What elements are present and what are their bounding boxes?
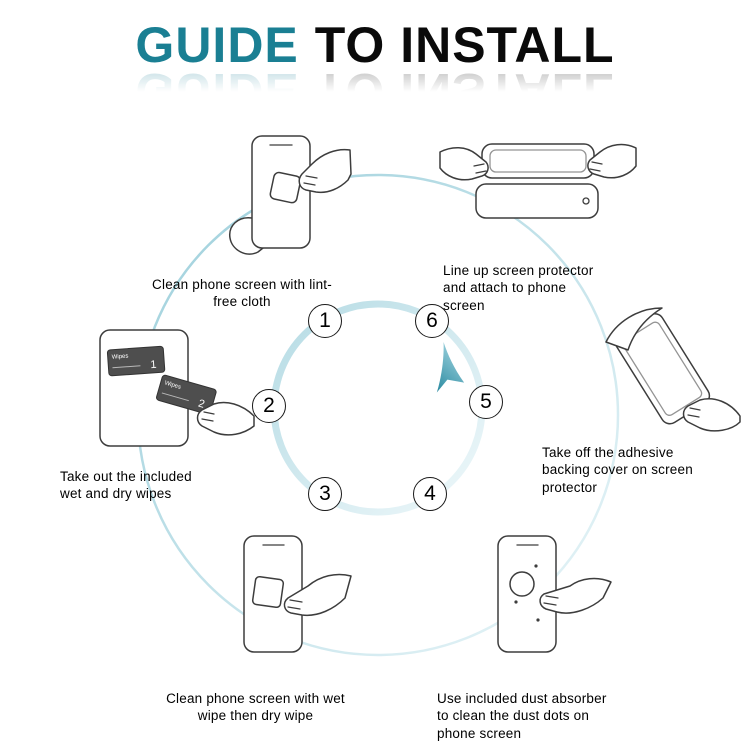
cloth-icon	[269, 171, 302, 204]
wiping-hand-icon	[298, 148, 352, 194]
step-6-illustration	[438, 124, 638, 244]
step-2-badge: 2	[252, 389, 286, 423]
title-rest: TO INSTALL	[314, 17, 615, 73]
right-hand-icon	[587, 143, 637, 179]
step-3-caption: Clean phone screen with wet wipe then dr…	[166, 690, 345, 724]
phone-icon	[475, 183, 599, 219]
step-6-badge: 6	[415, 304, 449, 338]
svg-text:1: 1	[150, 359, 157, 371]
step-3-badge: 3	[308, 477, 342, 511]
screen-protector-icon	[481, 143, 595, 179]
step-3-illustration	[218, 528, 353, 686]
step-5-badge: 5	[469, 385, 503, 419]
svg-text:Wipes: Wipes	[112, 354, 129, 361]
finger-lines-icon	[687, 407, 701, 418]
inner-ring	[270, 300, 486, 516]
finger-lines-icon	[473, 163, 487, 174]
dust-dot-icon	[534, 564, 538, 568]
step-5-illustration	[580, 298, 745, 443]
pressing-hand-icon	[539, 577, 612, 614]
left-hand-icon	[439, 147, 489, 181]
step-4-badge: 4	[413, 477, 447, 511]
pulling-hand-icon	[196, 401, 255, 436]
wiping-hand-icon	[283, 573, 352, 617]
step-6-caption: Line up screen protector and attach to p…	[443, 262, 594, 313]
step-4-illustration	[478, 528, 613, 686]
protector-screen-area	[622, 321, 703, 416]
step-1-caption: Clean phone screen with lint-free cloth	[152, 276, 332, 310]
dust-dot-icon	[536, 618, 540, 622]
step-1-illustration	[222, 128, 352, 278]
phone-camera-icon	[582, 197, 590, 205]
peeled-backing-icon	[605, 307, 663, 351]
step-1-badge: 1	[308, 304, 342, 338]
peeling-hand-icon	[682, 398, 741, 432]
step-4-caption: Use included dust absorber to clean the …	[437, 690, 607, 741]
dust-dot-icon	[514, 600, 518, 604]
svg-text:2: 2	[197, 398, 206, 411]
wipes-packet-2-icon: Wipes 2	[156, 374, 217, 415]
finger-lines-icon	[287, 599, 303, 610]
step-2-illustration: Wipes 1 Wipes 2	[92, 316, 257, 466]
finger-lines-icon	[201, 411, 215, 422]
finger-lines-icon	[543, 595, 559, 606]
step-2-caption: Take out the included wet and dry wipes	[60, 468, 192, 502]
wipes-packet-1-icon: Wipes 1	[106, 345, 166, 377]
wipe-cloth-icon	[251, 575, 285, 609]
finger-lines-icon	[589, 161, 603, 172]
svg-text:Wipes: Wipes	[164, 380, 182, 390]
step-5-caption: Take off the adhesive backing cover on s…	[542, 444, 693, 495]
title-highlight: GUIDE	[135, 17, 299, 73]
title-text: GUIDE TO INSTALL	[0, 20, 750, 70]
protector-screen-area	[489, 149, 587, 173]
finger-lines-icon	[303, 175, 318, 186]
cycle-arrow-icon	[436, 341, 465, 393]
dust-absorber-icon	[509, 571, 535, 597]
